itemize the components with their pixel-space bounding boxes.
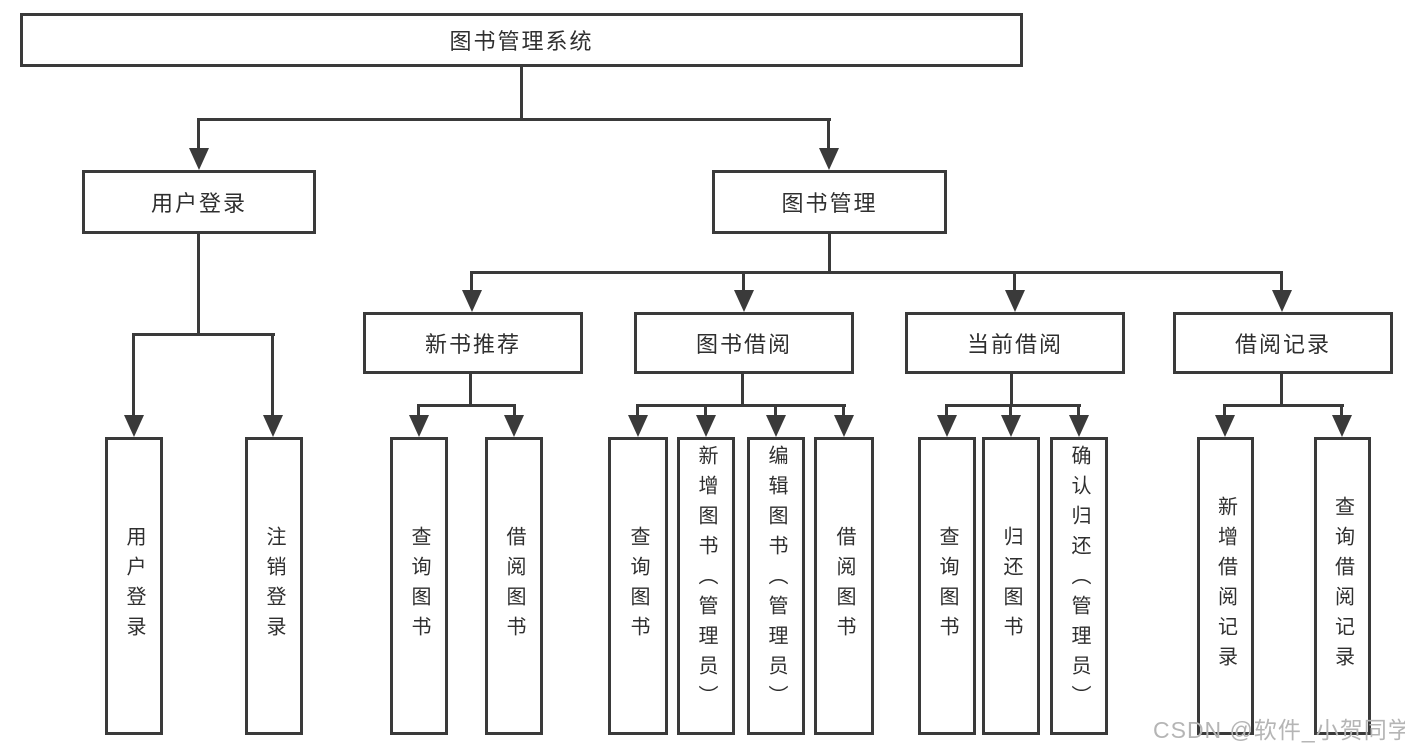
leaf-records-query-record: 查询借阅记录 [1314, 437, 1371, 735]
leaf-current-return-books: 归还图书 [982, 437, 1040, 735]
connector-borrow-drop [741, 371, 744, 407]
connector-root-horizontal [197, 118, 831, 121]
connector-login-drop [197, 231, 200, 336]
connector-stem-newbook-1 [417, 404, 420, 417]
arrowhead-book-borrow [734, 290, 754, 312]
connector-stem-current-2 [1009, 404, 1012, 417]
connector-stem-borrow-3 [774, 404, 777, 417]
leaf-records-add-record-label: 新增借阅记录 [1214, 496, 1237, 676]
arrowhead-current-1 [937, 415, 957, 437]
node-current-borrow: 当前借阅 [905, 312, 1125, 374]
arrowhead-user-login [189, 148, 209, 170]
leaf-login-user-login-label: 用户登录 [123, 526, 145, 646]
connector-mgmt-horizontal [470, 271, 1283, 274]
leaf-current-confirm-return-admin-label: 确认归还（管理员） [1068, 445, 1090, 715]
arrowhead-newbook-1 [409, 415, 429, 437]
leaf-borrow-borrow-books-label: 借阅图书 [833, 526, 855, 646]
leaf-newbook-borrow-books: 借阅图书 [485, 437, 543, 735]
connector-stem-book-mgmt [827, 118, 830, 152]
node-user-login-label: 用户登录 [150, 191, 247, 216]
arrowhead-borrow-1 [628, 415, 648, 437]
node-book-mgmt-label: 图书管理 [781, 191, 878, 216]
connector-stem-borrow-2 [704, 404, 707, 417]
leaf-borrow-edit-books-admin: 编辑图书（管理员） [747, 437, 805, 735]
arrowhead-borrow-records [1272, 290, 1292, 312]
arrowhead-current-2 [1001, 415, 1021, 437]
leaf-current-query-books: 查询图书 [918, 437, 976, 735]
leaf-login-logout-label: 注销登录 [263, 526, 285, 646]
leaf-borrow-query-books: 查询图书 [608, 437, 668, 735]
node-borrow-records-label: 借阅记录 [1234, 332, 1331, 357]
node-current-borrow-label: 当前借阅 [966, 332, 1063, 357]
connector-mgmt-drop [828, 231, 831, 274]
leaf-records-add-record: 新增借阅记录 [1197, 437, 1254, 735]
connector-stem-book-borrow [742, 271, 745, 292]
arrowhead-records-2 [1332, 415, 1352, 437]
csdn-watermark: CSDN @软件_小贺同学 [1153, 717, 1405, 743]
connector-stem-current-borrow [1013, 271, 1016, 292]
connector-current-drop [1010, 371, 1013, 407]
connector-stem-records-2 [1340, 404, 1343, 417]
connector-stem-records-1 [1223, 404, 1226, 417]
arrowhead-book-mgmt [819, 148, 839, 170]
connector-stem-new-book [470, 271, 473, 292]
node-book-borrow-label: 图书借阅 [695, 332, 792, 357]
connector-login-horizontal [132, 333, 275, 336]
node-user-login: 用户登录 [82, 170, 316, 234]
arrowhead-current-3 [1069, 415, 1089, 437]
leaf-login-user-login: 用户登录 [105, 437, 163, 735]
leaf-borrow-edit-books-admin-label: 编辑图书（管理员） [765, 445, 787, 715]
arrowhead-current-borrow [1005, 290, 1025, 312]
arrowhead-borrow-4 [834, 415, 854, 437]
node-new-book: 新书推荐 [363, 312, 583, 374]
connector-borrow-horizontal [636, 404, 846, 407]
arrowhead-leaf-logout [263, 415, 283, 437]
connector-records-horizontal [1223, 404, 1344, 407]
connector-stem-current-1 [945, 404, 948, 417]
leaf-login-logout: 注销登录 [245, 437, 303, 735]
arrowhead-newbook-2 [504, 415, 524, 437]
leaf-records-query-record-label: 查询借阅记录 [1331, 496, 1354, 676]
connector-newbook-drop [469, 371, 472, 407]
connector-stem-borrow-records [1280, 271, 1283, 292]
leaf-borrow-query-books-label: 查询图书 [627, 526, 649, 646]
node-new-book-label: 新书推荐 [424, 332, 521, 357]
leaf-current-return-books-label: 归还图书 [1000, 526, 1022, 646]
connector-stem-borrow-4 [842, 404, 845, 417]
arrowhead-records-1 [1215, 415, 1235, 437]
connector-stem-current-3 [1077, 404, 1080, 417]
arrowhead-borrow-3 [766, 415, 786, 437]
connector-stem-newbook-2 [513, 404, 516, 417]
leaf-newbook-borrow-books-label: 借阅图书 [503, 526, 525, 646]
leaf-newbook-query-books: 查询图书 [390, 437, 448, 735]
connector-newbook-horizontal [417, 404, 516, 407]
node-root: 图书管理系统 [20, 13, 1023, 67]
leaf-current-confirm-return-admin: 确认归还（管理员） [1050, 437, 1108, 735]
leaf-current-query-books-label: 查询图书 [936, 526, 958, 646]
connector-stem-user-login [197, 118, 200, 152]
connector-records-drop [1280, 371, 1283, 407]
connector-root-drop [520, 67, 523, 121]
connector-stem-leaf-login [132, 333, 135, 417]
node-book-borrow: 图书借阅 [634, 312, 854, 374]
node-root-label: 图书管理系统 [449, 29, 594, 54]
leaf-newbook-query-books-label: 查询图书 [408, 526, 430, 646]
leaf-borrow-add-books-admin: 新增图书（管理员） [677, 437, 735, 735]
node-borrow-records: 借阅记录 [1173, 312, 1393, 374]
arrowhead-leaf-login [124, 415, 144, 437]
node-book-mgmt: 图书管理 [712, 170, 947, 234]
leaf-borrow-add-books-admin-label: 新增图书（管理员） [695, 445, 717, 715]
connector-stem-borrow-1 [636, 404, 639, 417]
connector-stem-leaf-logout [271, 333, 274, 417]
arrowhead-new-book [462, 290, 482, 312]
arrowhead-borrow-2 [696, 415, 716, 437]
leaf-borrow-borrow-books: 借阅图书 [814, 437, 874, 735]
connector-current-horizontal [945, 404, 1081, 407]
